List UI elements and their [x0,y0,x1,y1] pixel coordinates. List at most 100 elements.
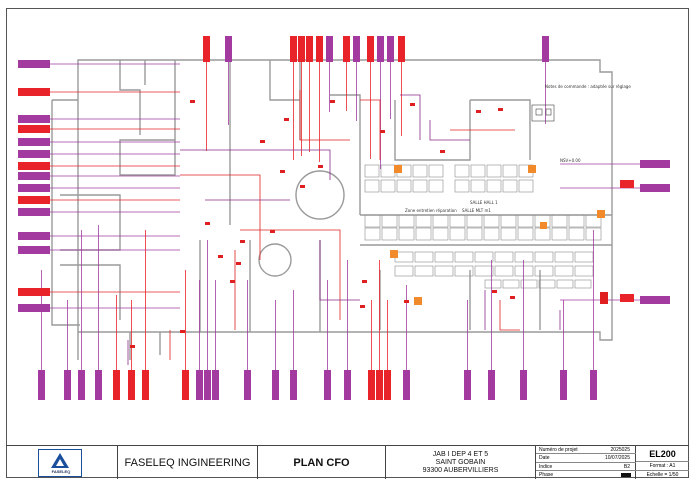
phase-marker [621,472,631,477]
room-label: SALLE MLT m1 [462,208,491,213]
workbench-block [494,251,514,263]
device-marker [404,300,409,303]
drawing-code: EL200 [636,446,689,462]
circuit-tag [640,184,670,192]
device-marker [260,140,265,143]
device-marker [236,262,241,265]
cabinet-block [364,214,381,228]
circuit-tag [520,370,527,400]
project-line: 93300 AUBERVILLIERS [422,466,499,474]
circuit-tag [387,36,394,62]
circuit-tag [244,370,251,400]
device-marker [410,103,415,106]
workbench-block [474,265,494,277]
desk-block [428,164,444,178]
device-marker [362,280,367,283]
circuit-tag [203,36,210,62]
circuit-tag [488,370,495,400]
device-marker [476,110,481,113]
desk-block [502,164,518,178]
circuit-tag [64,370,71,400]
drawing-code-block: EL200 Format : A1 Echelle = 1/50 [636,446,689,479]
device-marker [300,185,305,188]
cabinet-block [381,214,398,228]
cabinet-block [568,214,585,228]
cabinet-block [432,227,449,241]
cabinet-block [398,214,415,228]
meta-row: Numéro de projet 2025025 [536,446,636,455]
device-marker [330,100,335,103]
cabinet-block [483,227,500,241]
circuit-tag [367,36,374,62]
room-label: SALLE HALL 1 [470,200,498,205]
equipment-symbols [531,104,608,304]
meta-value: 2025025 [610,447,630,453]
circuit-tag [324,370,331,400]
circuit-tag [142,370,149,400]
circuit-tag [18,196,50,204]
workbench-block [514,251,534,263]
circuit-tag [560,370,567,400]
title-block: FASELEQ FASELEQ INGINEERING PLAN CFO JAB… [6,445,689,479]
cabinet-block [551,227,568,241]
project-meta: Numéro de projet 2025025 Date 10/07/2025… [536,446,636,479]
workbench-block [474,251,494,263]
room-labels: SALLE HALL 1 SALLE MLT m1 Zone entretien… [405,84,631,213]
company-name: FASELEQ INGINEERING [118,446,258,479]
meta-label: Phase [539,471,554,478]
cable-routes [41,62,640,370]
device-marker [360,305,365,308]
circuit-tag [18,60,50,68]
cable-line [360,99,381,160]
circuit-tag [590,370,597,400]
desk-block [412,164,428,178]
circuit-tag [78,370,85,400]
cabinet-block [381,227,398,241]
circuit-tag [18,162,50,170]
circuit-tag [306,36,313,62]
circuit-tag [18,246,50,254]
circuit-tag [316,36,323,62]
circuit-tag [376,370,383,400]
desk-block [454,179,470,193]
cabinet-block [432,214,449,228]
device-marker [180,330,185,333]
cabinet-block [500,214,517,228]
meta-value: 10/07/2025 [604,455,630,462]
workbench-block [414,251,434,263]
cabinet-block [500,227,517,241]
circuit-tag [368,370,375,400]
circuit-tag [18,88,50,96]
storage-block [574,279,592,289]
cabinet-block [449,227,466,241]
cabinet-block [517,214,534,228]
circuit-tag [620,180,634,188]
circuit-tag [298,36,305,62]
device-marker [492,290,497,293]
project-line: SAINT GOBAIN [435,458,486,466]
device-marker [270,230,275,233]
cable-line [180,174,261,260]
circuit-tag [344,370,351,400]
project-address: JAB I DEP 4 ET 5 SAINT GOBAIN 93300 AUBE… [386,446,536,479]
workbench-block [414,265,434,277]
room-label: Zone entretien réparation [405,208,457,213]
drawing-title: PLAN CFO [258,446,386,479]
storage-block [484,279,502,289]
circuit-tag [18,208,50,216]
project-line: JAB I DEP 4 ET 5 [432,450,489,458]
meta-label: Indice [539,463,553,470]
device-marker [510,296,515,299]
workbench-block [574,265,594,277]
device-marker [498,108,503,111]
cabinet-block [585,214,602,228]
cable-line [499,300,520,331]
device-marker [280,170,285,173]
desk-block [380,179,396,193]
logo-cell: FASELEQ [6,446,118,479]
cable-line [299,90,350,141]
equipment-orange [390,165,605,305]
device-marker [205,222,210,225]
cabinet-block [449,214,466,228]
circuit-tag [640,296,670,304]
